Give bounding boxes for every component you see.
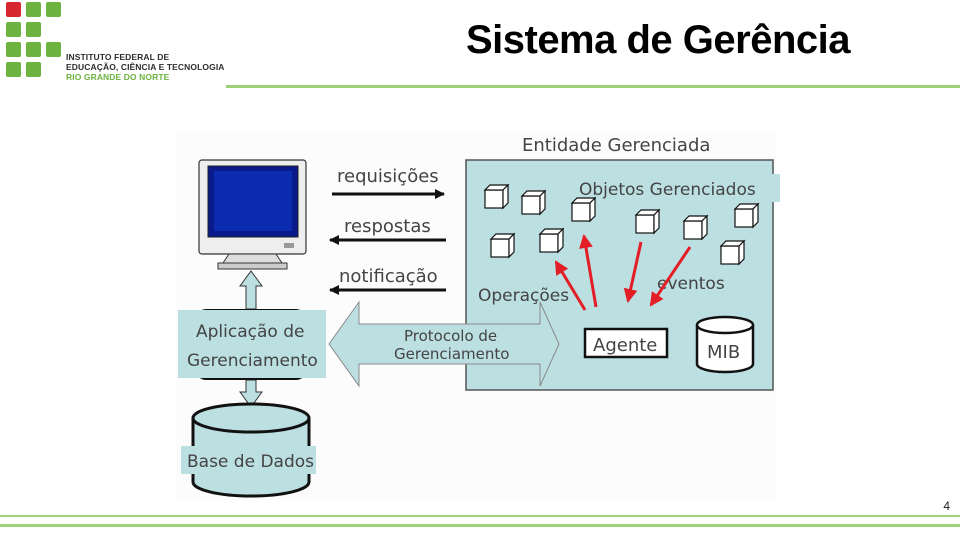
event-operation-arrows — [554, 234, 692, 311]
header-divider — [226, 85, 960, 88]
operations-label: Operações — [478, 286, 569, 306]
protocol-double-arrow — [328, 300, 560, 388]
manager-app-box — [178, 310, 326, 378]
logo-line-1: INSTITUTO FEDERAL DE — [66, 52, 170, 62]
protocol-label-line-1: Protocolo de — [404, 327, 497, 345]
logo-line-3: RIO GRANDE DO NORTE — [66, 72, 170, 82]
managed-entity-title: Entidade Gerenciada — [522, 135, 710, 156]
mib-cylinder-icon — [695, 315, 755, 374]
page-number: 4 — [943, 499, 950, 513]
events-label: eventos — [657, 274, 725, 294]
manager-app-label-line-2: Gerenciamento — [187, 351, 318, 371]
logo-line-2: EDUCAÇÃO, CIÊNCIA E TECNOLOGIA — [66, 62, 225, 72]
database-label-bg — [181, 446, 316, 474]
objects-label-bg — [574, 174, 780, 202]
slide-title: Sistema de Gerência — [465, 18, 851, 62]
database-label: Base de Dados — [187, 452, 314, 472]
message-arrows — [329, 189, 446, 295]
computer-monitor-icon — [198, 159, 307, 270]
agent-label: Agente — [593, 335, 657, 356]
manager-app-label-line-1: Aplicação de — [196, 322, 304, 342]
protocol-label-line-2: Gerenciamento — [394, 345, 509, 363]
mib-label: MIB — [707, 342, 740, 363]
agent-box — [583, 327, 669, 359]
objects-label: Objetos Gerenciados — [579, 180, 756, 200]
footer-divider-bottom — [0, 524, 960, 527]
footer-divider-top — [0, 515, 960, 517]
requests-label: requisições — [337, 166, 439, 187]
institute-logo-icon — [6, 2, 62, 82]
responses-label: respostas — [344, 216, 431, 237]
app-to-database-arrow — [239, 379, 263, 408]
notification-label: notificação — [339, 266, 438, 287]
